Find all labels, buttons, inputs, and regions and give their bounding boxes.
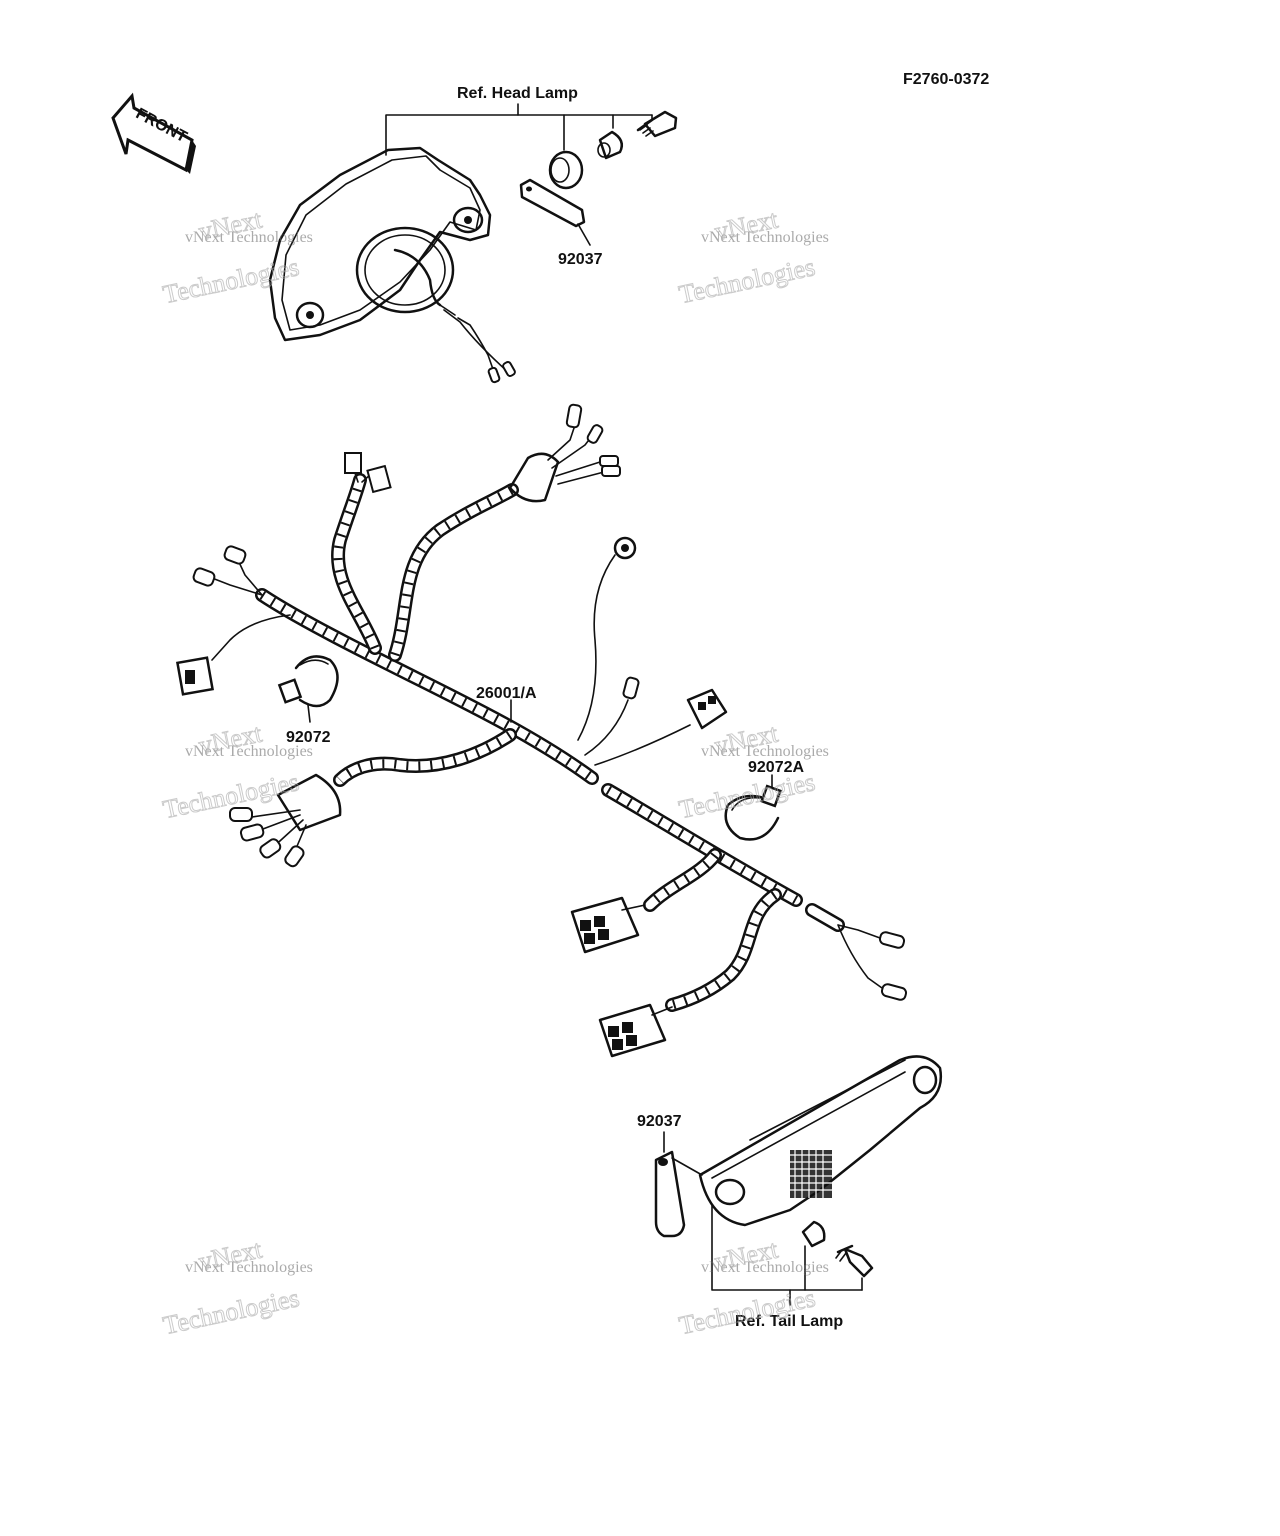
svg-text:Technologies: Technologies (677, 1283, 818, 1340)
svg-text:vNext Technologies: vNext Technologies (185, 743, 313, 760)
part-26001-a: 26001/A (476, 685, 537, 702)
svg-text:Technologies: Technologies (676, 767, 817, 824)
part-92037-bottom: 92037 (637, 1113, 682, 1130)
svg-text:Technologies: Technologies (161, 1283, 302, 1340)
head-lamp-leader-lines (385, 103, 653, 156)
part-92037-top: 92037 (558, 251, 603, 268)
svg-text:Technologies: Technologies (676, 252, 817, 309)
watermark-bottom-left: vNext Technologies vNext Technologies (160, 1234, 313, 1341)
harness-connectors (176, 403, 908, 1058)
head-lamp (268, 146, 516, 384)
wiring-harness (255, 473, 845, 1012)
watermark-top-right: vNext Technologies vNext Technologies (676, 204, 829, 310)
part-92072-left: 92072 (286, 729, 331, 746)
tail-lamp-ref-label: Ref. Tail Lamp (735, 1313, 843, 1330)
svg-text:vNext Technologies: vNext Technologies (701, 743, 829, 760)
tail-lamp-grille (790, 1150, 832, 1198)
part-92072a-right: 92072A (748, 759, 804, 776)
tail-lamp (698, 1055, 943, 1278)
svg-text:Technologies: Technologies (160, 252, 301, 309)
svg-text:vNext Technologies: vNext Technologies (185, 229, 313, 246)
band-clamp-right (724, 774, 782, 841)
front-arrow-icon: FRONT (111, 92, 196, 174)
svg-text:vNext Technologies: vNext Technologies (185, 1259, 313, 1276)
tail-lamp-leader-lines (711, 1204, 863, 1306)
diagram-code: F2760-0372 (903, 71, 989, 88)
svg-text:vNext Technologies: vNext Technologies (701, 229, 829, 246)
tail-lamp-bracket (654, 1131, 703, 1238)
head-lamp-mount-parts (519, 110, 678, 246)
svg-text:vNext Technologies: vNext Technologies (701, 1259, 829, 1276)
band-clamp-left (277, 655, 339, 723)
head-lamp-ref-label: Ref. Head Lamp (457, 85, 578, 102)
